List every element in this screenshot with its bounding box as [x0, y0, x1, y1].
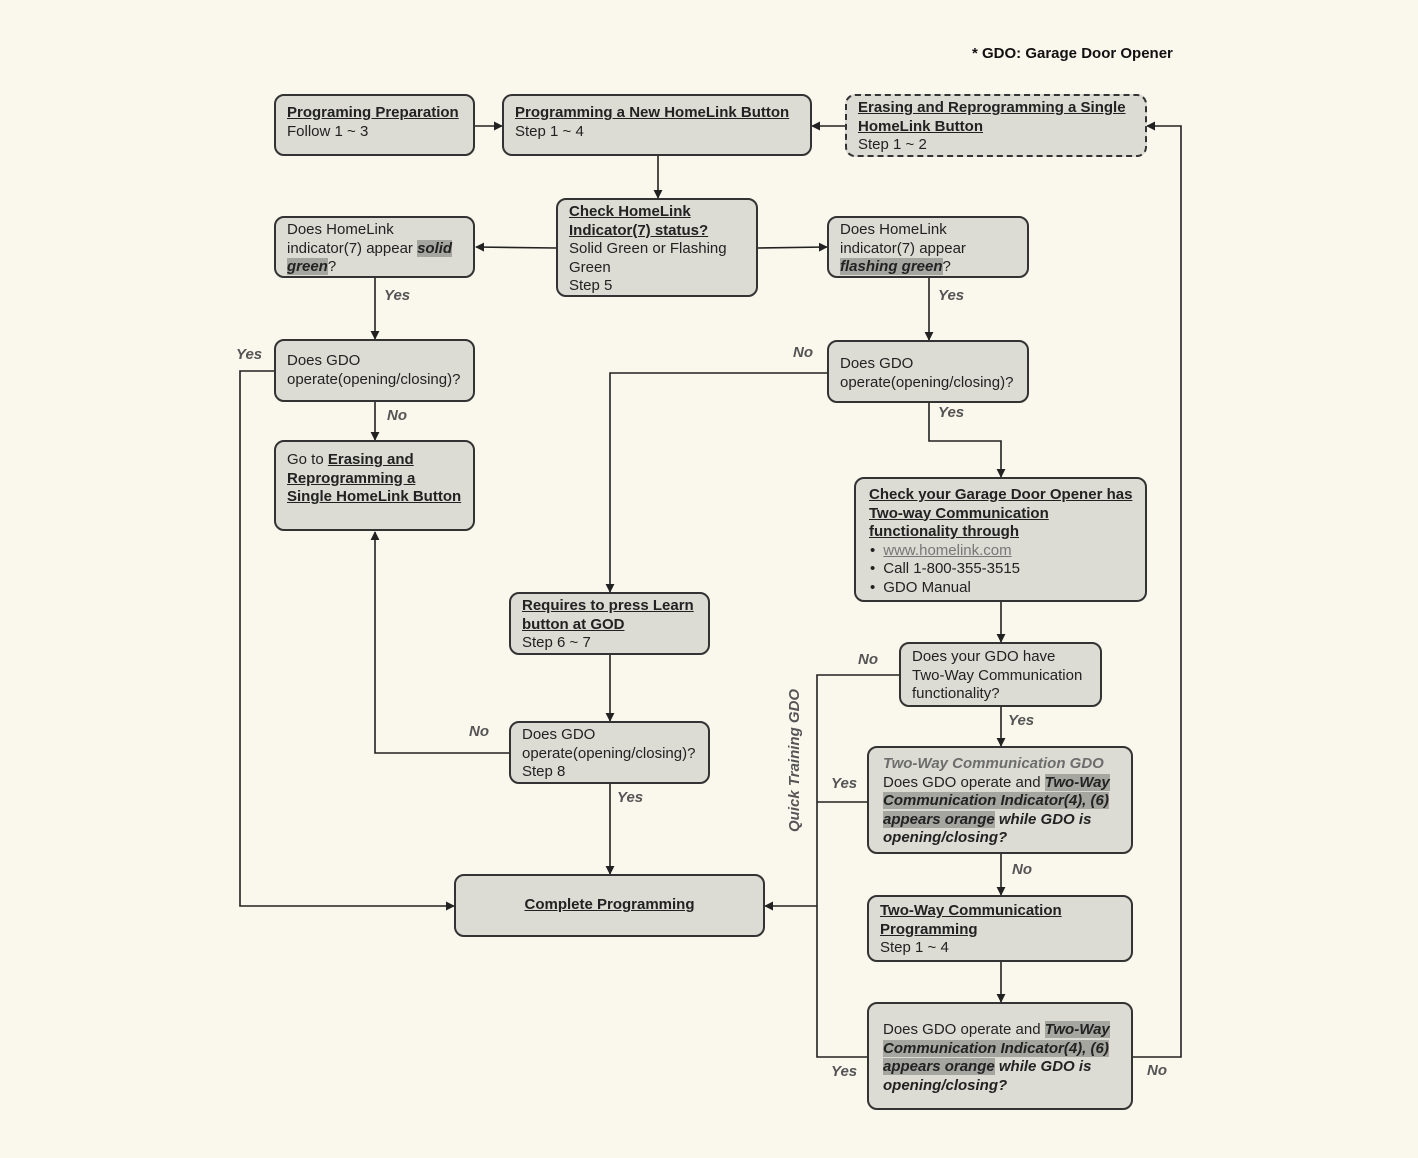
box-programming-preparation: Programing Preparation Follow 1 ~ 3 — [274, 94, 475, 156]
edge-label-no: No — [387, 407, 407, 424]
list-item: Call 1-800-355-3515 — [869, 560, 1135, 579]
list-item: GDO Manual — [869, 579, 1135, 598]
box-goto-erasing: Go to Erasing and Reprogramming a Single… — [274, 440, 475, 531]
box-gdo-operate-step8: Does GDO operate(opening/closing)? Step … — [509, 721, 710, 784]
quick-training-label: Quick Training GDO — [786, 688, 803, 832]
box-gdo-operate-right: Does GDO operate(opening/closing)? — [827, 340, 1029, 403]
check-methods-list: www.homelink.com Call 1-800-355-3515 GDO… — [869, 542, 1135, 598]
edge-label-no: No — [469, 723, 489, 740]
box-flashing-green-question: Does HomeLink indicator(7) appear flashi… — [827, 216, 1029, 278]
edge-label-yes: Yes — [938, 404, 965, 421]
box-erasing-reprogramming: Erasing and Reprogramming a Single HomeL… — [845, 94, 1147, 157]
box-check-indicator: Check HomeLink Indicator(7) status? Soli… — [556, 198, 758, 297]
box-have-two-way: Does your GDO have Two-Way Communication… — [899, 642, 1102, 707]
edge-label-yes: Yes — [831, 1063, 858, 1080]
edge-label-yes: Yes — [617, 789, 644, 806]
edge-label-no: No — [858, 651, 878, 668]
edge-label-yes: Yes — [938, 287, 965, 304]
edge-label-yes: Yes — [831, 775, 858, 792]
edge-label-yes: Yes — [236, 346, 263, 363]
edge-label-no: No — [793, 344, 813, 361]
box-check-two-way: Check your Garage Door Opener has Two-wa… — [854, 477, 1147, 602]
box-two-way-gdo: Two-Way Communication GDO Does GDO opera… — [867, 746, 1133, 854]
edge-label-yes: Yes — [1008, 712, 1035, 729]
box-learn-button: Requires to press Learn button at GOD St… — [509, 592, 710, 655]
box-two-way-programming: Two-Way Communication Programming Step 1… — [867, 895, 1133, 962]
box-solid-green-question: Does HomeLink indicator(7) appear solid … — [274, 216, 475, 278]
box-programming-new-button: Programming a New HomeLink Button Step 1… — [502, 94, 812, 156]
edge-label-yes: Yes — [384, 287, 411, 304]
legend-note: * GDO: Garage Door Opener — [972, 45, 1173, 62]
box-two-way-final-check: Does GDO operate and Two-Way Communicati… — [867, 1002, 1133, 1110]
edge-label-no: No — [1012, 861, 1032, 878]
edge-label-no: No — [1147, 1062, 1167, 1079]
box-complete-programming: Complete Programming — [454, 874, 765, 937]
list-item: www.homelink.com — [869, 542, 1135, 561]
box-gdo-operate-left: Does GDO operate(opening/closing)? — [274, 339, 475, 402]
